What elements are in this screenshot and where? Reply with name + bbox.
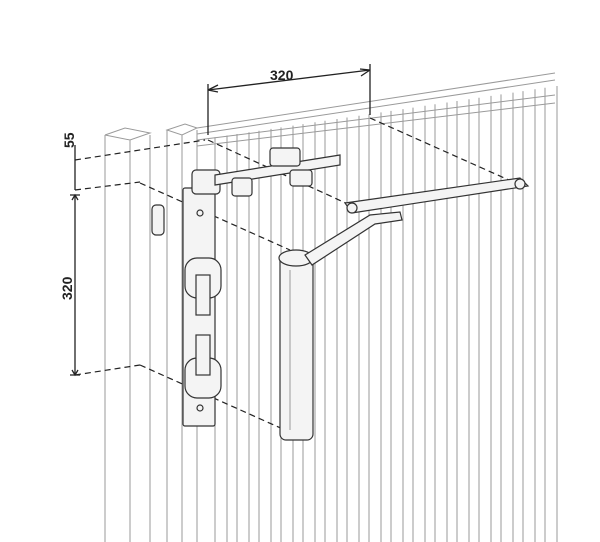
dimension-horizontal — [207, 64, 371, 135]
fence-pickets — [214, 86, 558, 542]
gate-post-hinge — [151, 123, 199, 542]
dimension-label-vertical: 320 — [59, 276, 75, 300]
gate-post-left — [104, 127, 152, 542]
mounting-bracket — [182, 169, 222, 427]
dimension-vertical — [70, 145, 80, 377]
top-arm-bracket — [214, 147, 341, 197]
closer-arm — [343, 177, 530, 214]
dimension-label-top-offset: 55 — [61, 132, 77, 148]
dimension-label-horizontal: 320 — [270, 67, 294, 83]
dashed-guides — [74, 117, 521, 431]
gate-closer-cylinder — [278, 211, 403, 441]
fence-top-rails — [196, 72, 556, 147]
